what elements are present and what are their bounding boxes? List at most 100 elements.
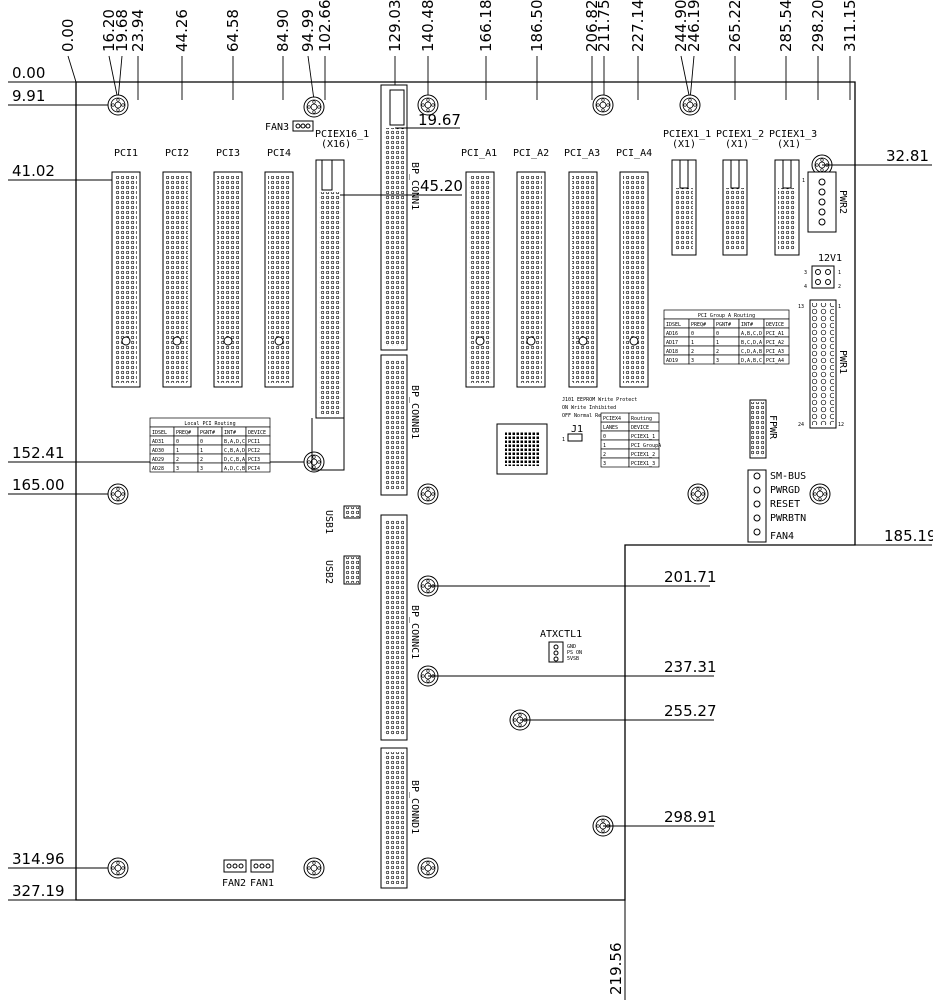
atxctl1-label: ATXCTL1	[540, 629, 582, 640]
pwr1-label: PWR1	[837, 350, 848, 374]
table-cell: PCI GroupA	[631, 443, 661, 449]
table-cell: AD16	[666, 331, 678, 337]
pwr2-connector: PWR2 1	[802, 171, 848, 233]
bp-connd1: BP_CONND1	[380, 747, 420, 889]
top-dim-label: 311.15	[841, 0, 859, 52]
table-cell: AD31	[152, 439, 164, 445]
table-cell: 3	[200, 466, 203, 472]
pciex1-2-slot: PCIEX1_2 (X1)	[716, 129, 764, 256]
pci-slot-1: PCI1	[111, 148, 141, 388]
bp-connb1: BP_CONNB1	[380, 354, 420, 496]
table-cell: PCIEX1_3	[631, 461, 655, 467]
table-cell: 1	[603, 443, 606, 449]
table-header: PGNT#	[200, 430, 215, 436]
table-cell: AD19	[666, 358, 678, 364]
table-cell: B,C,D,A	[741, 340, 762, 346]
pci-a2-label: PCI_A2	[513, 148, 549, 159]
left-dim-label: 314.96	[12, 850, 65, 868]
usb2-header: USB2	[323, 555, 361, 585]
dim-298-91: 298.91	[664, 808, 717, 826]
table-cell: AD28	[152, 466, 164, 472]
top-dim-label: 44.26	[173, 9, 191, 52]
table-header: PGNT#	[716, 322, 731, 328]
table-cell: 1	[691, 340, 694, 346]
j1-note-1: J101 EEPROM Write Protect	[562, 397, 637, 403]
reset-label: RESET	[770, 499, 800, 510]
table-cell: 2	[176, 457, 179, 463]
table-cell: 2	[716, 349, 719, 355]
table-cell: B,A,D,C	[224, 439, 245, 445]
pciex1-slot-group: PCIEX1_1 (X1) PCIEX1_2 (X1) PCIEX1_3 (X1…	[663, 129, 817, 256]
pci-slot-2: PCI2	[162, 148, 192, 388]
dim-255-27: 255.27	[664, 702, 717, 720]
dim-201-71: 201.71	[664, 568, 717, 586]
bp-connc1-label: BP_CONNC1	[409, 605, 420, 659]
dim-237-31: 237.31	[664, 658, 717, 676]
dim-219-56: 219.56	[607, 943, 625, 996]
dim-19-67: 19.67	[418, 111, 461, 129]
table-cell: PCI_A3	[766, 349, 784, 355]
table-cell: D,A,B,C	[741, 358, 762, 364]
table-cell: 0	[716, 331, 719, 337]
top-dim-leader	[117, 55, 123, 101]
pci-a1-label: PCI_A1	[461, 148, 497, 159]
table-cell: AD17	[666, 340, 678, 346]
left-dim-label: 41.02	[12, 162, 55, 180]
top-dim-label: 102.66	[316, 0, 334, 52]
j1-note-2: ON Write Inhibited	[562, 405, 616, 411]
top-dim-label: 298.20	[809, 0, 827, 52]
usb2-label: USB2	[323, 560, 334, 584]
usb1-label: USB1	[323, 510, 334, 534]
pci-slot-3: PCI3	[213, 148, 243, 388]
v12-pin2: 2	[838, 284, 841, 290]
top-dim-label: 246.19	[685, 0, 703, 52]
v12-pin3: 3	[804, 270, 807, 276]
usb1-header: USB1	[323, 505, 361, 534]
fan4-label: FAN4	[770, 531, 794, 542]
pciex16-sub-label: (X16)	[321, 139, 351, 150]
top-dim-label: 23.94	[129, 9, 147, 52]
top-dim-label: 94.99	[299, 9, 317, 52]
bp-connd1-label: BP_CONND1	[409, 780, 420, 834]
left-dim-label: 152.41	[12, 444, 65, 462]
table-header: Routing	[631, 416, 652, 422]
front-panel-headers: SM-BUS PWRGD RESET PWRBTN FAN4	[747, 469, 806, 543]
table-cell: A,D,C,B	[224, 466, 245, 472]
table-cell: 3	[176, 466, 179, 472]
pci-a1-slot: PCI_A1	[461, 148, 497, 388]
atxctl1-connector: ATXCTL1 GND PS ON 5VSB	[540, 629, 582, 663]
top-dim-label: 129.03	[386, 0, 404, 52]
table-cell: 1	[716, 340, 719, 346]
table-header: IDSEL	[152, 430, 167, 436]
table-cell: AD30	[152, 448, 164, 454]
pciex1-1-label: PCIEX1_1	[663, 129, 711, 140]
top-dim-leader	[680, 55, 691, 101]
table-cell: 0	[176, 439, 179, 445]
table-cell: 2	[603, 452, 606, 458]
pciex1-2-label: PCIEX1_2	[716, 129, 764, 140]
fan1-label: FAN1	[250, 878, 274, 889]
table-cell: A,B,C,D	[741, 331, 762, 337]
left-dim-label: 327.19	[12, 882, 65, 900]
table-cell: PCI_A2	[766, 340, 784, 346]
pwr1-pin12: 12	[838, 422, 844, 428]
table-cell: PCIEX1_2	[631, 452, 655, 458]
table-header: INT#	[741, 322, 753, 328]
pciex16-label: PCIEX16_1	[315, 129, 369, 140]
fan3-label: FAN3	[265, 122, 289, 133]
j1-label: J1	[571, 424, 583, 435]
top-dim-label: 16.20	[100, 9, 118, 52]
top-dim-leader	[108, 55, 119, 101]
bridge-chip	[496, 423, 548, 475]
v12-connector: 12V1 3 1 4 2	[804, 253, 842, 290]
table-header: LANES	[603, 425, 618, 431]
pwr1-pin13: 13	[798, 304, 804, 310]
pciex1-1-slot: PCIEX1_1 (X1)	[663, 129, 711, 256]
pci-a4-slot: PCI_A4	[616, 148, 652, 388]
pci-a4-label: PCI_A4	[616, 148, 652, 159]
pwr1-connector: PWR1 13 1 24 12	[798, 299, 848, 429]
table-header: DEVICE	[248, 430, 266, 436]
